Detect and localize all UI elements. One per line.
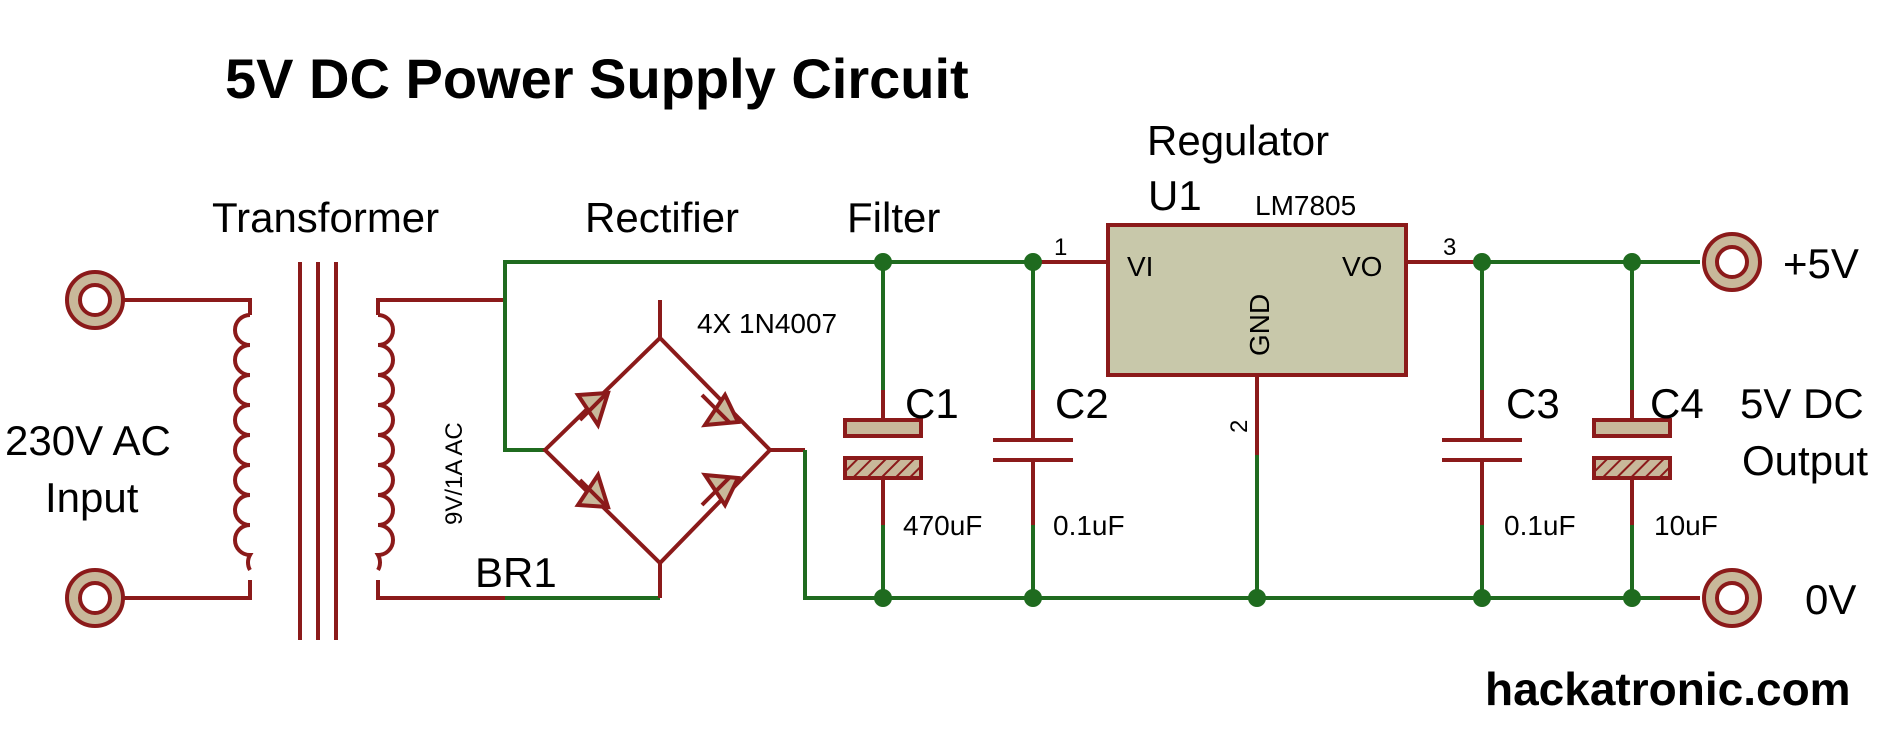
output-zero-terminal <box>1702 568 1762 628</box>
c1-label: C1 <box>905 380 959 427</box>
secondary-rating-label: 9V/1A AC <box>441 422 468 525</box>
diagram-title: 5V DC Power Supply Circuit <box>225 47 969 110</box>
c1-value: 470uF <box>903 510 982 541</box>
pin-vi-label: VI <box>1127 251 1153 282</box>
transformer <box>123 262 505 640</box>
diode-d2 <box>700 390 742 428</box>
pin-vo-label: VO <box>1342 251 1382 282</box>
capacitor-c3 <box>1442 262 1522 598</box>
output-label-line2: Output <box>1742 437 1868 484</box>
capacitor-c4 <box>1592 262 1672 598</box>
pin3-label: 3 <box>1443 234 1456 261</box>
output-plus-terminal <box>1702 232 1762 292</box>
ac-input-label-line1: 230V AC <box>5 417 171 464</box>
bridge-ref-label: BR1 <box>475 549 557 596</box>
regulator-label: Regulator <box>1147 117 1329 164</box>
capacitor-c2 <box>993 262 1073 598</box>
out-plus-label: +5V <box>1783 240 1859 287</box>
diodes-label: 4X 1N4007 <box>697 308 837 339</box>
bridge-rectifier <box>503 260 1660 600</box>
ac-input-terminal-bottom <box>65 568 125 628</box>
diode-d4 <box>700 472 742 510</box>
brand-watermark: hackatronic.com <box>1485 663 1851 715</box>
output-label-line1: 5V DC <box>1740 380 1864 427</box>
ac-input-label-line2: Input <box>45 474 139 521</box>
out-zero-label: 0V <box>1805 576 1856 623</box>
c4-label: C4 <box>1650 380 1704 427</box>
pin-gnd-label: GND <box>1244 294 1275 356</box>
pin1-label: 1 <box>1054 234 1067 261</box>
regulator-u1 <box>1035 223 1480 598</box>
c4-value: 10uF <box>1654 510 1718 541</box>
capacitor-c1 <box>843 262 923 598</box>
u1-part-label: LM7805 <box>1255 190 1356 221</box>
diode-d1 <box>574 390 611 430</box>
c3-label: C3 <box>1506 380 1560 427</box>
transformer-label: Transformer <box>212 194 439 241</box>
diode-d3 <box>574 470 611 510</box>
pin2-label: 2 <box>1226 420 1253 433</box>
c3-value: 0.1uF <box>1504 510 1576 541</box>
ac-input-terminal-top <box>65 270 125 330</box>
u1-ref-label: U1 <box>1148 172 1202 219</box>
c2-label: C2 <box>1055 380 1109 427</box>
c2-value: 0.1uF <box>1053 510 1125 541</box>
junction-dots <box>874 253 1641 607</box>
rectifier-label: Rectifier <box>585 194 739 241</box>
filter-label: Filter <box>847 194 940 241</box>
